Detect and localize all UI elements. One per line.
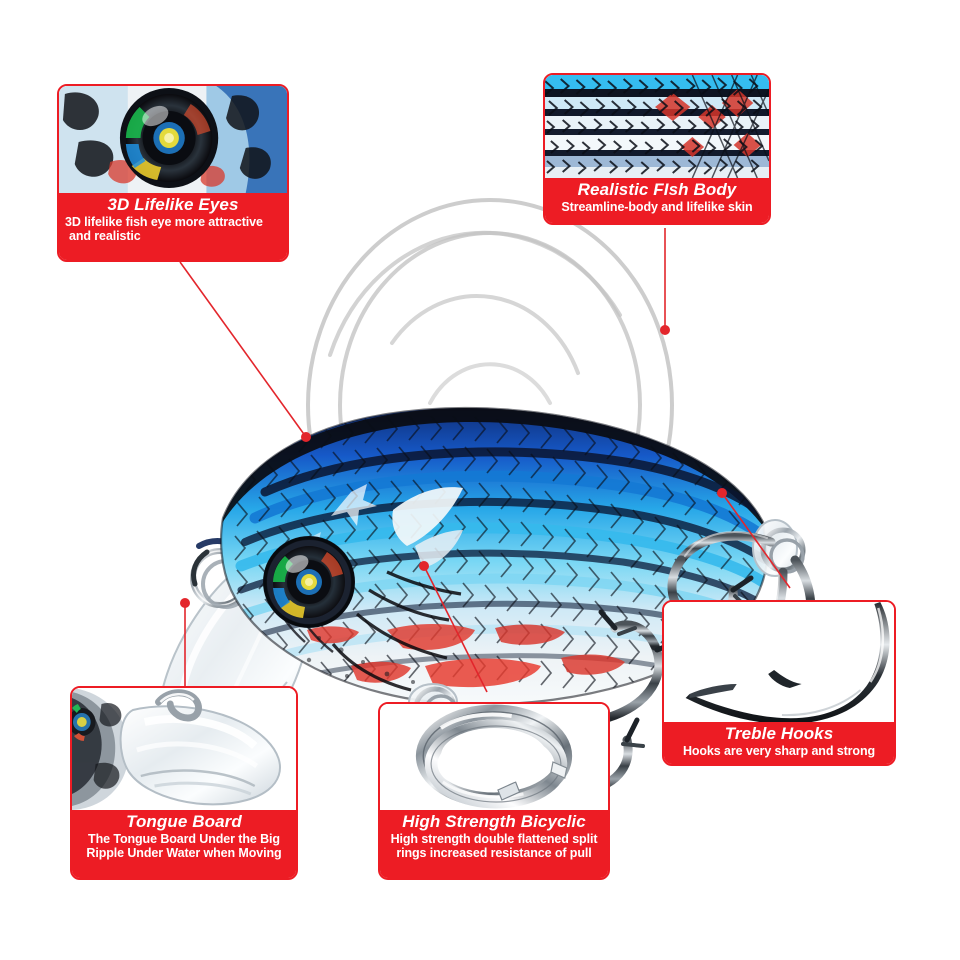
fish-eye-closeup-icon [59, 86, 287, 193]
callout-eyes[interactable]: 3D Lifelike Eyes 3D lifelike fish eye mo… [57, 84, 289, 262]
callout-hooks-subtitle: Hooks are very sharp and strong [682, 744, 876, 758]
callout-hooks-title: Treble Hooks [724, 724, 834, 743]
callout-lip-thumbnail [72, 688, 296, 810]
callout-eyes-band: 3D Lifelike Eyes 3D lifelike fish eye mo… [59, 193, 287, 260]
callout-rings[interactable]: High Strength Bicyclic High strength dou… [378, 702, 610, 880]
callout-eyes-subtitle-line1: 3D lifelike fish eye more attractive [65, 215, 263, 229]
callout-eyes-thumbnail [59, 86, 287, 193]
callout-body-band: Realistic FIsh Body Streamline-body and … [545, 178, 769, 223]
callout-rings-thumbnail [380, 704, 608, 810]
split-ring-closeup-icon [380, 704, 608, 810]
callout-rings-subtitle-line1: High strength double flattened split [390, 832, 598, 846]
hook-point-closeup-icon [664, 602, 894, 722]
lure-eye [263, 536, 355, 628]
callout-rings-band: High Strength Bicyclic High strength dou… [380, 810, 608, 878]
callout-lip-band: Tongue Board The Tongue Board Under the … [72, 810, 296, 878]
callout-lip-subtitle-line2: Ripple Under Water when Moving [86, 846, 282, 860]
callout-body-title: Realistic FIsh Body [577, 180, 737, 199]
fish-scale-skin-closeup-icon [545, 75, 769, 178]
callout-rings-subtitle-line2: rings increased resistance of pull [396, 846, 592, 860]
callout-lip[interactable]: Tongue Board The Tongue Board Under the … [70, 686, 298, 880]
callout-eyes-title: 3D Lifelike Eyes [107, 195, 239, 214]
callout-lip-subtitle-line1: The Tongue Board Under the Big [88, 832, 280, 846]
callout-body-thumbnail [545, 75, 769, 178]
callout-hooks[interactable]: Treble Hooks Hooks are very sharp and st… [662, 600, 896, 766]
lip-bib-closeup-icon [72, 688, 296, 810]
callout-body[interactable]: Realistic FIsh Body Streamline-body and … [543, 73, 771, 225]
callout-lip-title: Tongue Board [126, 812, 242, 831]
callout-rings-title: High Strength Bicyclic [402, 812, 586, 831]
callout-hooks-thumbnail [664, 602, 894, 722]
callout-eyes-subtitle-line2: and realistic [69, 229, 141, 243]
callout-hooks-band: Treble Hooks Hooks are very sharp and st… [664, 722, 894, 764]
callout-body-subtitle: Streamline-body and lifelike skin [561, 200, 753, 214]
